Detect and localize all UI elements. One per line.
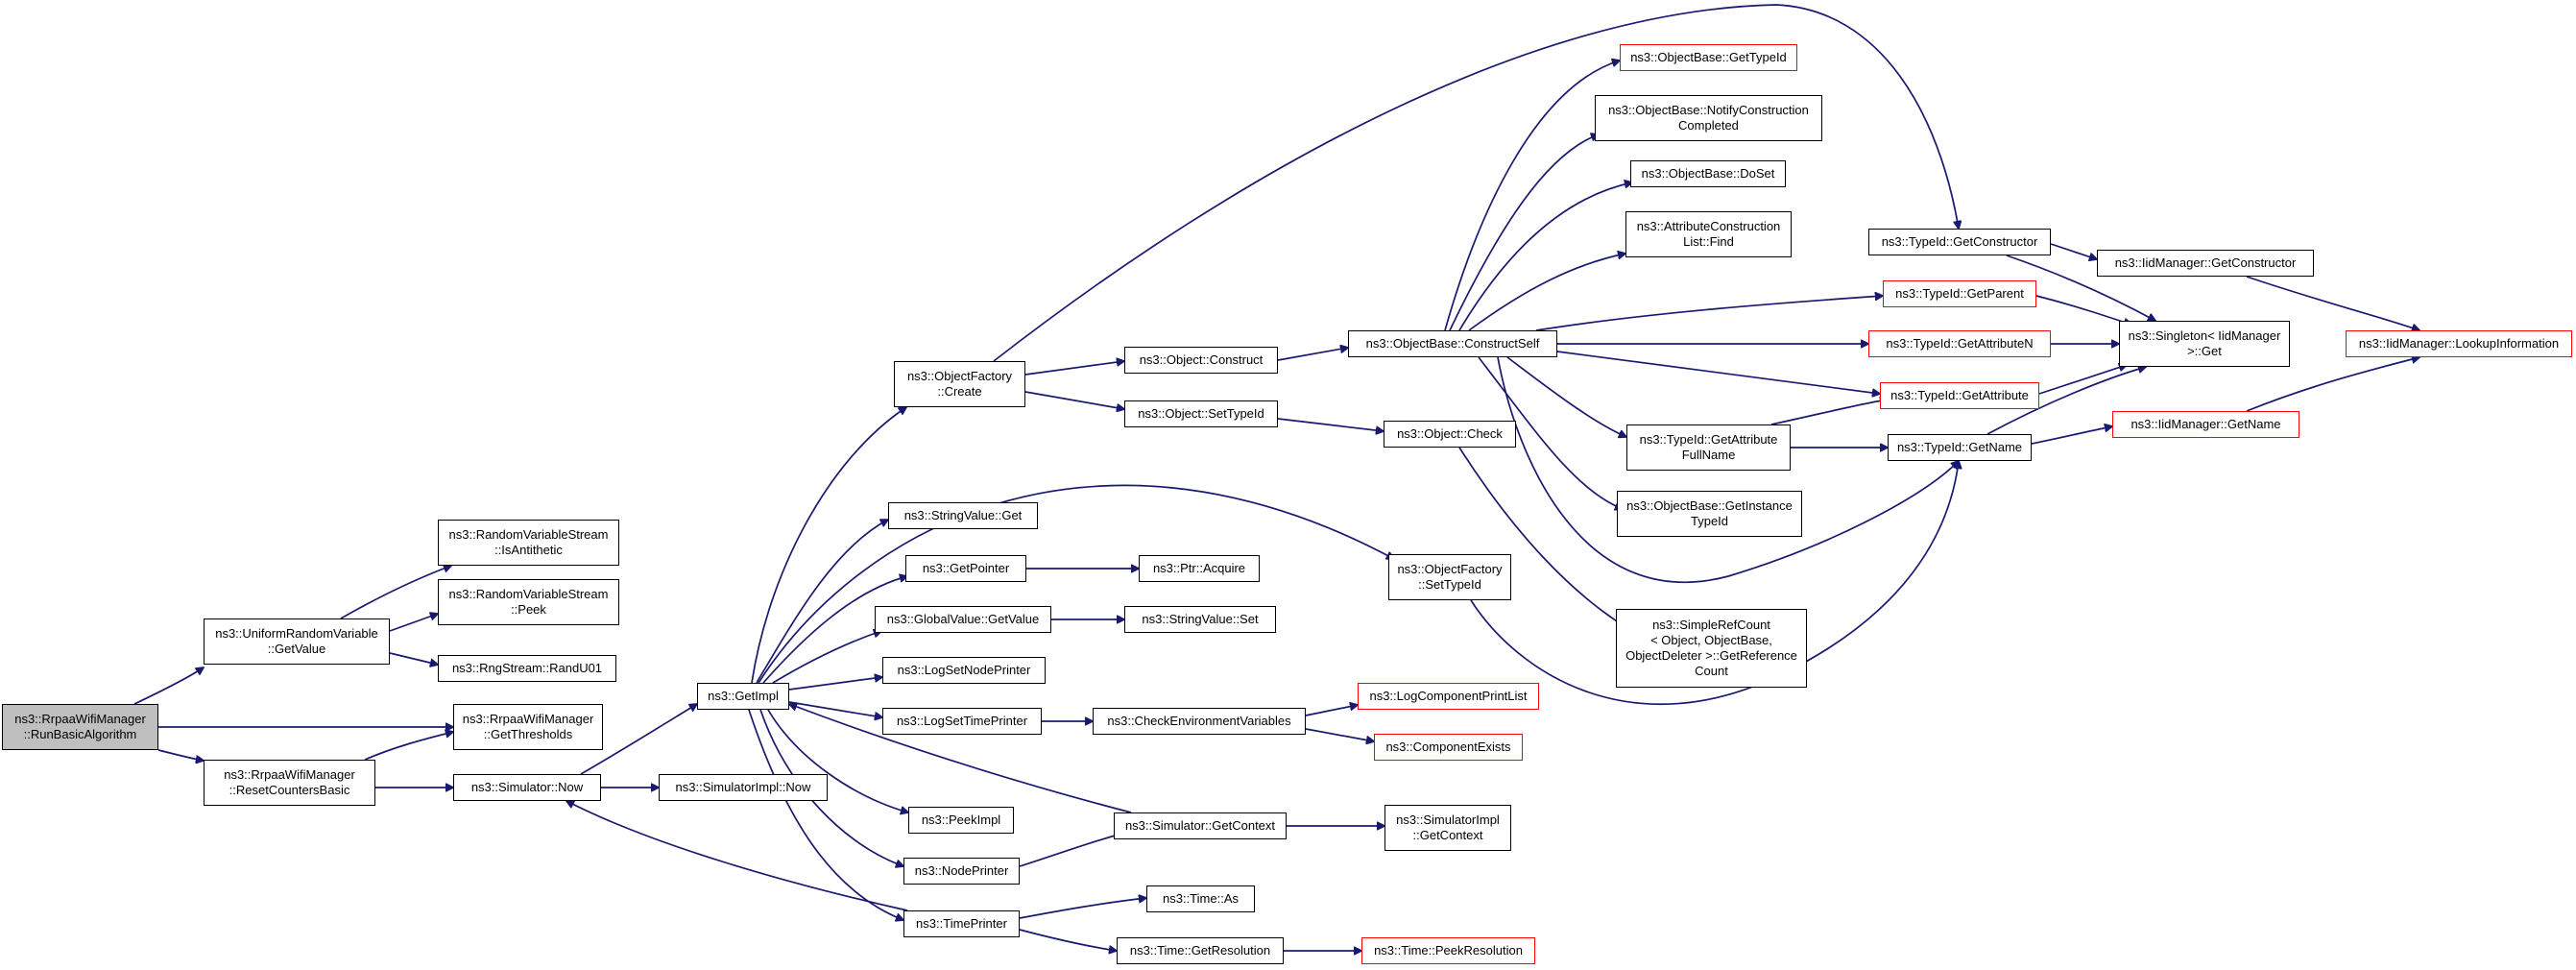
edge-typeid-getconstructor-to-singleton-get <box>2006 255 2155 321</box>
edge-iidmanager-getconstructor-to-lookupinformation <box>2246 276 2420 330</box>
edge-getattributefullname-to-typeid-getattribute <box>1770 400 1888 425</box>
node-peekimpl[interactable]: ns3::PeekImpl <box>908 807 1014 834</box>
edge-constructself-to-typeid-getname <box>1497 356 1959 584</box>
edge-getimpl-to-peekimpl <box>767 709 908 812</box>
node-objectbase-doset[interactable]: ns3::ObjectBase::DoSet <box>1630 160 1786 187</box>
node-simulator-now[interactable]: ns3::Simulator::Now <box>453 774 601 801</box>
node-getimpl[interactable]: ns3::GetImpl <box>697 683 789 710</box>
node-object-construct[interactable]: ns3::Object::Construct <box>1124 347 1278 374</box>
edge-root-to-resetcounters <box>157 749 204 761</box>
node-logsetnodeprinter[interactable]: ns3::LogSetNodePrinter <box>882 657 1046 684</box>
node-rrpaawifimanager-resetcountersbasic[interactable]: ns3::RrpaaWifiManager ::ResetCountersBas… <box>204 760 375 806</box>
node-stringvalue-get[interactable]: ns3::StringValue::Get <box>888 502 1038 529</box>
node-object-settypeid[interactable]: ns3::Object::SetTypeId <box>1124 400 1278 427</box>
node-objectbase-constructself[interactable]: ns3::ObjectBase::ConstructSelf <box>1348 330 1557 357</box>
node-objectbase-getinstancetypeid[interactable]: ns3::ObjectBase::GetInstance TypeId <box>1617 491 1802 537</box>
edge-simulator-now-to-getimpl <box>580 704 697 775</box>
node-logcomponentprintlist[interactable]: ns3::LogComponentPrintList <box>1358 683 1539 710</box>
edge-constructself-to-typeid-getattribute <box>1556 351 1880 394</box>
node-iidmanager-lookupinformation[interactable]: ns3::IidManager::LookupInformation <box>2346 330 2572 357</box>
node-singleton-iidmanager-get[interactable]: ns3::Singleton< IidManager >::Get <box>2119 321 2290 367</box>
edge-checkenvvars-to-componentexists <box>1305 728 1374 741</box>
edge-getimpl-to-logsetnodeprinter <box>788 677 882 691</box>
node-time-getresolution[interactable]: ns3::Time::GetResolution <box>1117 937 1284 964</box>
edge-constructself-to-notifyconstruction <box>1449 134 1599 331</box>
edge-typeid-getconstructor-to-iidmanager-getconstructor <box>2050 243 2097 259</box>
edge-resetcounters-to-getthresholds <box>364 732 453 761</box>
edge-constructself-to-attributeconstructionlist-find <box>1468 254 1625 331</box>
node-time-as[interactable]: ns3::Time::As <box>1146 885 1255 912</box>
node-stringvalue-set[interactable]: ns3::StringValue::Set <box>1124 606 1276 633</box>
node-typeid-getattributefullname[interactable]: ns3::TypeId::GetAttribute FullName <box>1626 424 1791 471</box>
edge-uniformrandomvariable-to-isantithetic <box>340 566 451 619</box>
edge-objectfactory-create-to-settypeid <box>1024 391 1124 409</box>
node-simplerefcount-getreferencecount[interactable]: ns3::SimpleRefCount < Object, ObjectBase… <box>1616 609 1807 688</box>
node-typeid-getparent[interactable]: ns3::TypeId::GetParent <box>1883 280 2036 307</box>
edge-timeprinter-to-simulator-now <box>566 801 908 911</box>
edge-getimpl-to-stringvalue-get <box>756 520 888 684</box>
edge-getimpl-to-objectfactory-settypeid <box>758 484 1394 684</box>
node-nodeprinter[interactable]: ns3::NodePrinter <box>903 858 1020 885</box>
node-simulator-getcontext[interactable]: ns3::Simulator::GetContext <box>1114 812 1287 839</box>
edge-typeid-getname-to-singleton-get <box>1986 367 2146 435</box>
node-typeid-getattributen[interactable]: ns3::TypeId::GetAttributeN <box>1868 330 2051 357</box>
node-simulatorimpl-getcontext[interactable]: ns3::SimulatorImpl ::GetContext <box>1384 805 1511 851</box>
node-randomvariablestream-peek[interactable]: ns3::RandomVariableStream ::Peek <box>438 579 619 625</box>
edge-constructself-to-typeid-getparent <box>1535 296 1883 331</box>
node-objectfactory-settypeid[interactable]: ns3::ObjectFactory ::SetTypeId <box>1388 554 1511 600</box>
edge-simulator-getcontext-to-getimpl <box>789 704 1132 813</box>
node-rrpaawifimanager-getthresholds[interactable]: ns3::RrpaaWifiManager ::GetThresholds <box>453 704 603 750</box>
edge-iidmanager-getname-to-lookupinformation <box>2246 357 2420 412</box>
edge-typeid-getattribute-to-singleton-get <box>2038 365 2127 395</box>
edge-constructself-to-getattributefullname <box>1506 356 1626 437</box>
node-ptr-acquire[interactable]: ns3::Ptr::Acquire <box>1139 555 1260 582</box>
node-randomvariablestream-isantithetic[interactable]: ns3::RandomVariableStream ::IsAntithetic <box>438 520 619 566</box>
node-getpointer[interactable]: ns3::GetPointer <box>905 555 1026 582</box>
edge-constructself-to-doset <box>1458 182 1632 331</box>
edge-uniformrandomvariable-to-randu01 <box>389 652 438 665</box>
node-rngstream-randu01[interactable]: ns3::RngStream::RandU01 <box>438 655 616 682</box>
edge-getimpl-to-getpointer <box>762 576 907 684</box>
node-objectbase-gettypeid[interactable]: ns3::ObjectBase::GetTypeId <box>1620 44 1797 71</box>
edge-getimpl-to-nodeprinter <box>759 709 903 866</box>
node-typeid-getname[interactable]: ns3::TypeId::GetName <box>1888 434 2032 461</box>
edge-objectfactory-create-to-construct <box>1024 361 1124 376</box>
node-uniformrandomvariable-getvalue[interactable]: ns3::UniformRandomVariable ::GetValue <box>204 618 390 665</box>
edge-settypeid-to-object-check <box>1277 418 1384 431</box>
node-typeid-getattribute[interactable]: ns3::TypeId::GetAttribute <box>1880 382 2039 409</box>
node-root-runbasicalgorithm: ns3::RrpaaWifiManager ::RunBasicAlgorith… <box>2 704 158 750</box>
node-checkenvironmentvariables[interactable]: ns3::CheckEnvironmentVariables <box>1093 708 1306 735</box>
edge-typeid-getparent-to-singleton-get <box>2035 295 2131 325</box>
node-iidmanager-getconstructor[interactable]: ns3::IidManager::GetConstructor <box>2097 250 2314 277</box>
edge-construct-to-constructself <box>1277 348 1348 361</box>
node-logsettimeprinter[interactable]: ns3::LogSetTimePrinter <box>882 708 1042 735</box>
edge-typeid-getname-to-iidmanager-getname <box>2031 426 2112 445</box>
node-objectfactory-create[interactable]: ns3::ObjectFactory ::Create <box>894 361 1025 407</box>
edge-uniformrandomvariable-to-peek <box>389 614 438 632</box>
edge-constructself-to-objectbase-gettypeid <box>1444 61 1620 331</box>
edge-checkenvvars-to-logcomponentprintlist <box>1305 705 1358 716</box>
edge-getimpl-to-logsettimeprinter <box>788 701 882 717</box>
edge-root-to-uniformrandomvariable <box>133 667 204 705</box>
node-simulatorimpl-now[interactable]: ns3::SimulatorImpl::Now <box>659 774 828 801</box>
edge-timeprinter-to-time-getresolution <box>1019 929 1117 951</box>
node-object-check[interactable]: ns3::Object::Check <box>1384 421 1516 448</box>
node-iidmanager-getname[interactable]: ns3::IidManager::GetName <box>2112 411 2299 438</box>
node-componentexists[interactable]: ns3::ComponentExists <box>1374 734 1523 761</box>
node-globalvalue-getvalue[interactable]: ns3::GlobalValue::GetValue <box>875 606 1051 633</box>
edge-objectfactory-create-to-typeid-getconstructor <box>993 4 1959 362</box>
edge-getimpl-to-globalvalue-getvalue <box>772 631 881 684</box>
node-time-peekresolution[interactable]: ns3::Time::PeekResolution <box>1361 937 1535 964</box>
edge-getimpl-to-objectfactory-create <box>751 407 906 684</box>
node-objectbase-notifyconstructioncompleted[interactable]: ns3::ObjectBase::NotifyConstruction Comp… <box>1595 95 1822 141</box>
edge-object-check-to-simplerefcount <box>1458 447 1627 628</box>
node-attributeconstructionlist-find[interactable]: ns3::AttributeConstruction List::Find <box>1625 211 1792 257</box>
node-timeprinter[interactable]: ns3::TimePrinter <box>903 910 1020 937</box>
edge-timeprinter-to-time-as <box>1019 898 1146 919</box>
edge-getimpl-to-timeprinter <box>748 709 903 920</box>
node-typeid-getconstructor[interactable]: ns3::TypeId::GetConstructor <box>1868 229 2051 255</box>
edge-constructself-to-getinstancetypeid <box>1478 356 1623 509</box>
